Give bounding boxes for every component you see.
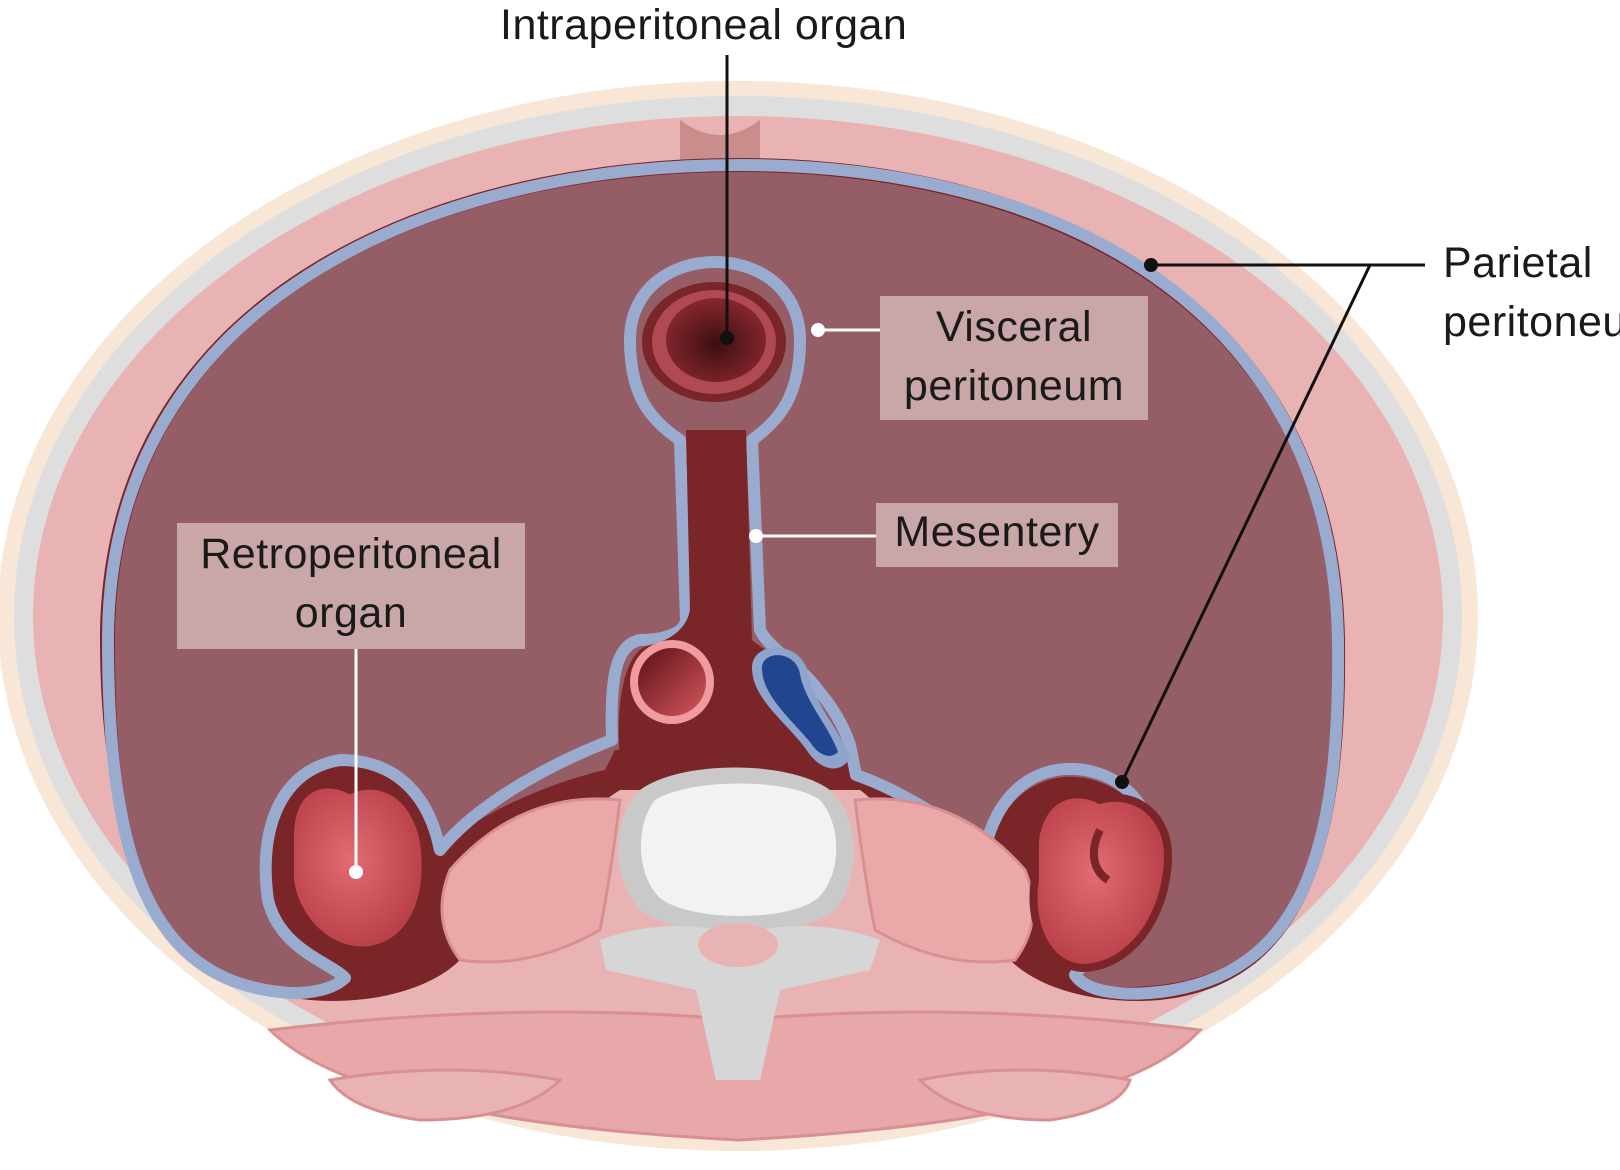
psoas-right [853,797,1035,964]
intraperitoneal-organ-label: Intraperitoneal organ [500,0,907,55]
right-kidney-hilum [1089,828,1111,884]
parietal-peritoneum-label-line2: peritoneum [1443,298,1620,347]
parietal-leader-dot-bottom [1115,775,1129,789]
retroperitoneal-leader-dot [349,865,363,879]
parietal-peritoneum-line [102,159,1345,1000]
spinal-canal [698,923,778,967]
visceral-peritoneum-label: Visceral peritoneum [880,296,1148,420]
visceral-peritoneum-label-line1: Visceral [935,303,1093,351]
aorta-lumen [638,648,706,716]
intraperitoneal-organ-label-text: Intraperitoneal organ [500,1,908,49]
retroperitoneal-organ-label: Retroperitoneal organ [177,523,525,649]
back-muscle-lobe [327,1068,564,1122]
retroperitoneal-organ-label-line1: Retroperitoneal [200,530,502,578]
mesentery-label-text: Mesentery [894,508,1100,556]
parietal-peritoneum-label-line1: Parietal [1443,239,1593,287]
mesentery-leader-dot [749,529,763,543]
inferior-vena-cava-lumen [762,655,838,756]
vertebral-body [640,783,837,916]
parietal-leader-dot-top [1144,258,1158,272]
back-muscle-lobe [916,1068,1132,1122]
visceral-leader-dot [811,323,825,337]
psoas-left [440,797,622,964]
retroperitoneal-organ-label-line2: organ [294,589,408,638]
vertebral-arch [600,925,880,1080]
parietal-leader-line-bottom [1120,264,1372,783]
intraperitoneal-organ-lumen [666,298,766,382]
mesentery-label: Mesentery [876,503,1118,567]
right-kidney [1029,790,1173,973]
parietal-peritoneum-label: Parietal peritoneum [1443,234,1620,353]
intraperitoneal-leader-dot [720,331,734,345]
visceral-peritoneum-label-line2: peritoneum [903,362,1125,411]
